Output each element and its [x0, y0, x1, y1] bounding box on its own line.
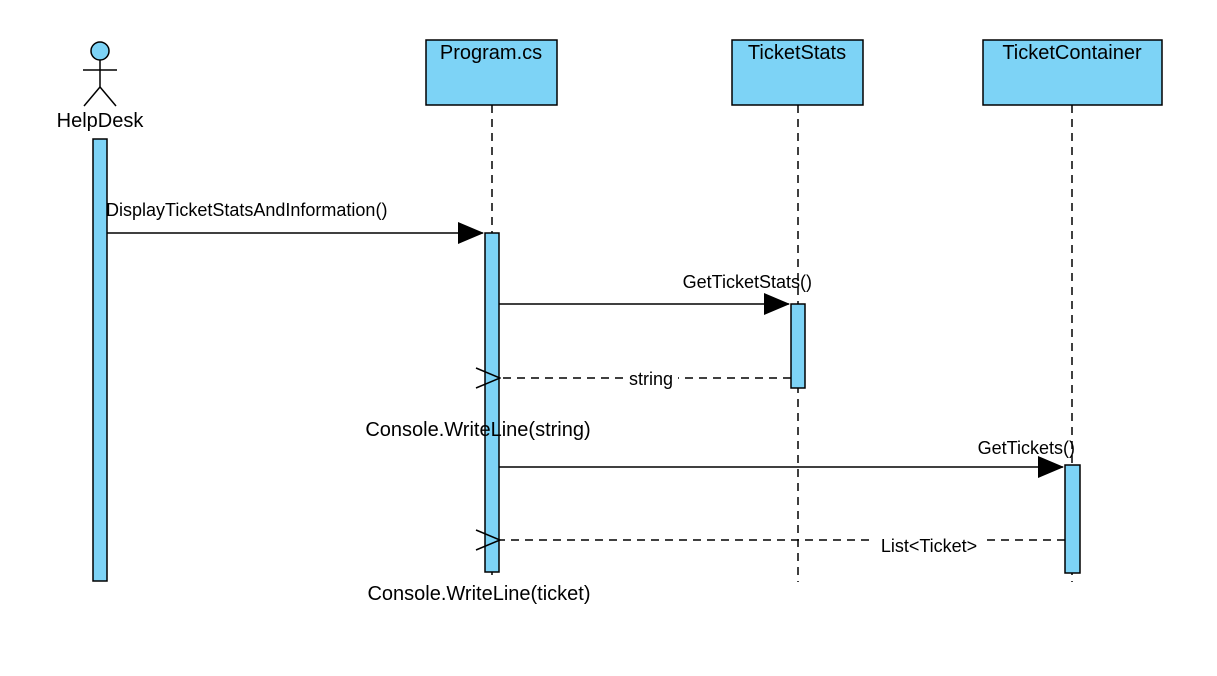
actor-helpdesk[interactable]: HelpDesk	[57, 41, 145, 132]
participant-program-cs[interactable]: Program.cs	[425, 39, 558, 106]
participant-box	[425, 39, 558, 106]
activation-bar-ticketstats	[790, 303, 806, 389]
message-label: GetTicketStats()	[683, 272, 812, 292]
stick-figure-actor-icon	[83, 41, 117, 107]
participant-box	[982, 39, 1163, 106]
actor-label: HelpDesk	[57, 110, 145, 132]
participant-ticketstats[interactable]: TicketStats	[731, 39, 864, 106]
participant-label: Program.cs	[440, 42, 542, 64]
message-label: string	[629, 369, 673, 389]
activation-bar-ticketcontainer	[1064, 464, 1081, 574]
participant-label: TicketStats	[748, 42, 846, 64]
participant-box	[731, 39, 864, 106]
label-background	[624, 366, 678, 388]
label-background	[871, 529, 987, 551]
message-label: DisplayTicketStatsAndInformation()	[106, 200, 387, 220]
participant-label: TicketContainer	[1002, 42, 1142, 64]
note-label: Console.WriteLine(ticket)	[367, 583, 590, 605]
activation-bar-helpdesk	[92, 138, 108, 582]
participant-ticketcontainer[interactable]: TicketContainer	[982, 39, 1163, 106]
message-label: GetTickets()	[978, 438, 1075, 458]
activation-bar-program-cs	[484, 232, 500, 573]
message-label: List<Ticket>	[881, 536, 977, 556]
note-label: Console.WriteLine(string)	[365, 419, 590, 441]
